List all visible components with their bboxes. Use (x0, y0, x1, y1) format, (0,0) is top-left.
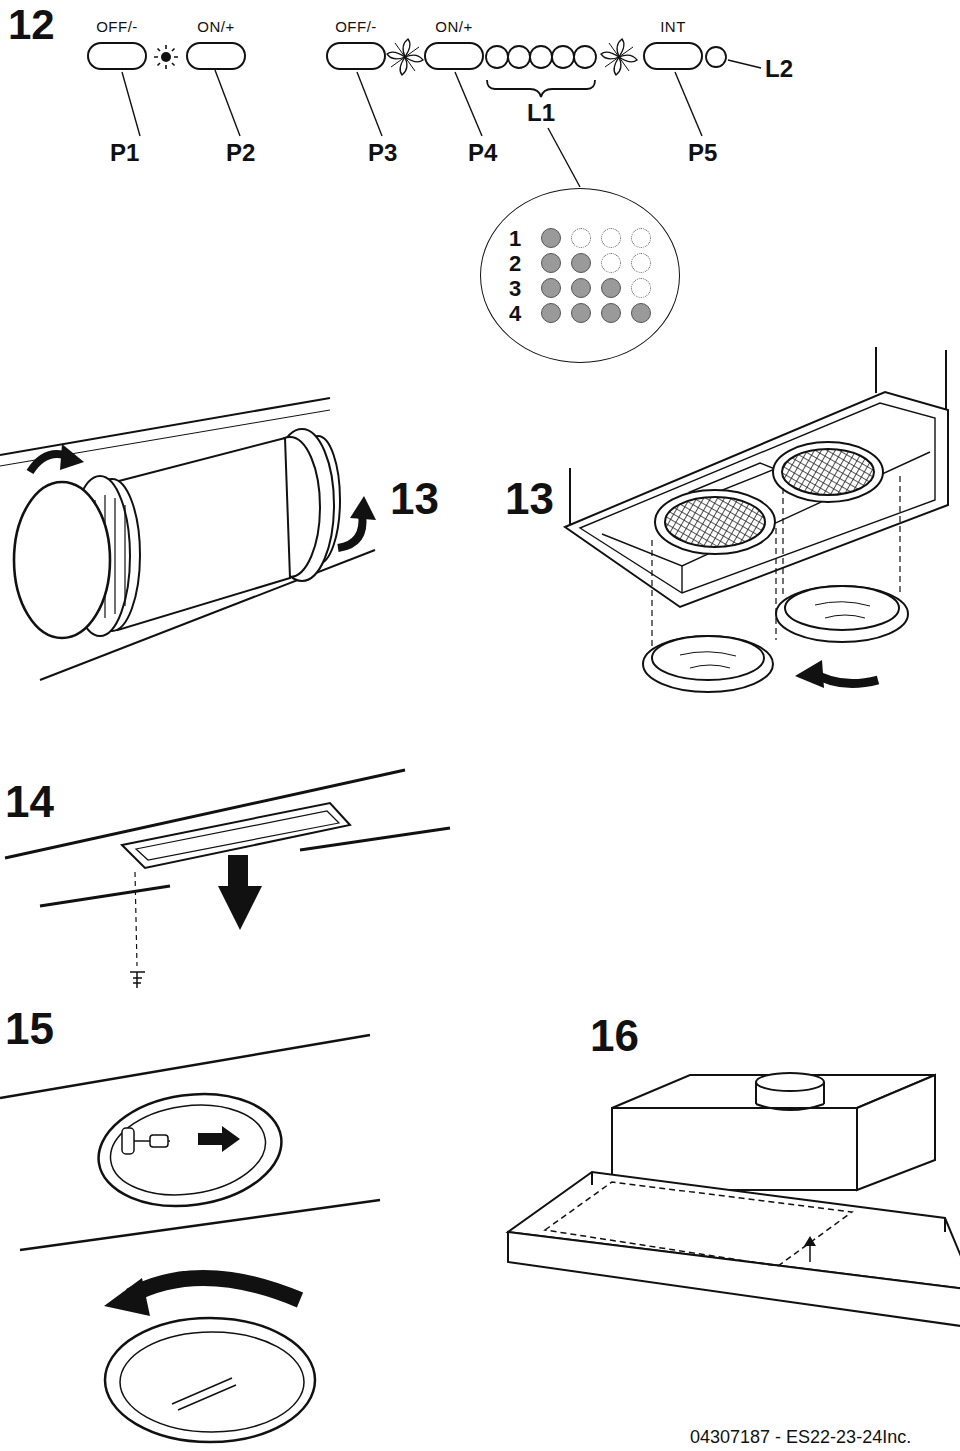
led-on (571, 278, 591, 298)
figure-number: 13 (505, 475, 554, 523)
fan-icon (601, 39, 637, 75)
led-on (541, 253, 561, 273)
control-button: OFF/- (326, 18, 386, 70)
led-magnifier: 1234 (480, 188, 680, 363)
led-row-state: 1 (509, 226, 651, 251)
figure-number: 14 (5, 778, 54, 826)
led-off (631, 278, 651, 298)
duct-cartridge (0, 398, 376, 680)
led-row-state: 4 (509, 301, 651, 326)
figure-number: 13 (390, 475, 439, 523)
button-caption: OFF/- (96, 18, 138, 36)
speed-number: 4 (509, 301, 531, 326)
button-caption: ON/+ (197, 18, 234, 36)
control-button: INT (643, 18, 703, 70)
figure-number: 16 (590, 1012, 639, 1060)
led-row-state: 3 (509, 276, 651, 301)
led-on (541, 303, 561, 323)
led-on (571, 253, 591, 273)
leader-lines (122, 60, 761, 187)
light-icon (154, 45, 178, 69)
part-label: P3 (368, 140, 397, 166)
led-on (541, 228, 561, 248)
button-outline (424, 42, 484, 70)
speed-number: 3 (509, 276, 531, 301)
control-button: OFF/- (87, 18, 147, 70)
speed-number: 2 (509, 251, 531, 276)
part-label: L1 (527, 100, 555, 126)
button-caption: INT (660, 18, 686, 36)
button-outline (87, 42, 147, 70)
figure-number: 12 (8, 2, 55, 48)
button-outline (186, 42, 246, 70)
led-off (631, 228, 651, 248)
button-outline (326, 42, 386, 70)
led-on (571, 303, 591, 323)
led-off (601, 228, 621, 248)
fan-icon (387, 39, 423, 75)
button-caption: OFF/- (335, 18, 377, 36)
figure-number: 15 (5, 1005, 54, 1053)
led-on (601, 303, 621, 323)
part-label: P2 (226, 140, 255, 166)
led-on (541, 278, 561, 298)
button-outline (643, 42, 703, 70)
led-off (601, 253, 621, 273)
led-off (631, 253, 651, 273)
control-button: ON/+ (424, 18, 484, 70)
lamp-panel (5, 770, 450, 988)
button-caption: ON/+ (435, 18, 472, 36)
part-label: P1 (110, 140, 139, 166)
part-label: P4 (468, 140, 497, 166)
bracket (487, 80, 595, 97)
led-row-state: 2 (509, 251, 651, 276)
lamp-replace (0, 1035, 380, 1442)
hood-filters (565, 347, 948, 692)
control-button: ON/+ (186, 18, 246, 70)
speed-number: 1 (509, 226, 531, 251)
led-off (571, 228, 591, 248)
document-code: 04307187 - ES22-23-24Inc. (690, 1428, 911, 1448)
part-label: L2 (765, 56, 793, 82)
led-on (601, 278, 621, 298)
part-label: P5 (688, 140, 717, 166)
led-on (631, 303, 651, 323)
telescopic-hood (508, 1073, 960, 1328)
